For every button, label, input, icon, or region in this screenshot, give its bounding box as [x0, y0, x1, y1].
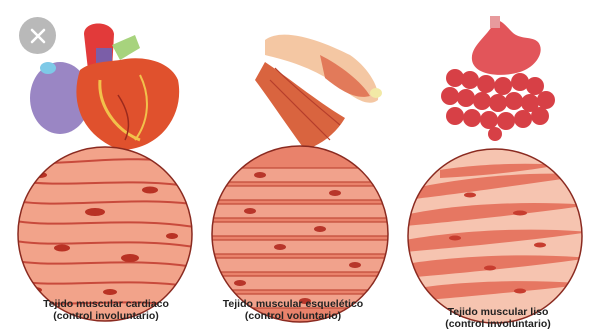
- caption-subtitle: (control involuntario): [6, 310, 206, 322]
- stomach-intestine-icon: [441, 16, 555, 141]
- arm-muscle-icon: [255, 35, 382, 150]
- caption-subtitle: (control voluntario): [193, 310, 393, 322]
- close-icon: [29, 27, 47, 45]
- skeletal-tissue-circle: [200, 146, 400, 322]
- caption-title: Tejido muscular esquelético: [193, 298, 393, 310]
- caption-subtitle: (control involuntario): [398, 318, 595, 330]
- smooth-tissue-circle: [405, 149, 590, 323]
- caption-smooth: Tejido muscular liso (control involuntar…: [398, 306, 595, 330]
- caption-cardiac: Tejido muscular cardiaco (control involu…: [6, 298, 206, 322]
- caption-title: Tejido muscular cardiaco: [6, 298, 206, 310]
- cardiac-tissue-circle: [10, 147, 200, 321]
- caption-skeletal: Tejido muscular esquelético (control vol…: [193, 298, 393, 322]
- close-button[interactable]: [19, 17, 56, 54]
- caption-title: Tejido muscular liso: [398, 306, 595, 318]
